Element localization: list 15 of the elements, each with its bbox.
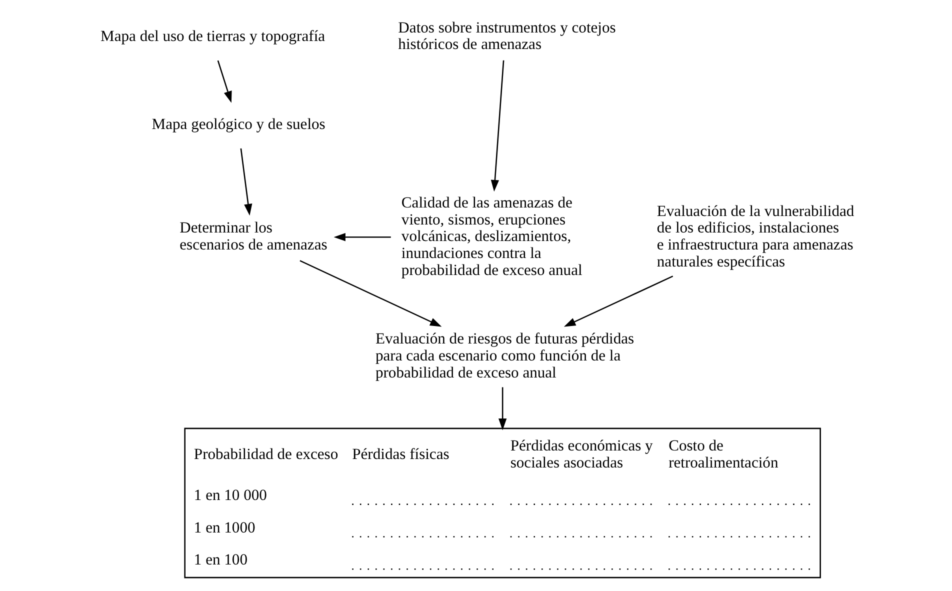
arrow (217, 60, 232, 103)
node-text: Mapa del uso de tierras y topografía (100, 28, 326, 45)
node-text: Determinar los escenarios de amenazas (180, 220, 328, 254)
arrow (334, 233, 391, 242)
node-text: Mapa geológico y de suelos (152, 116, 326, 133)
arrow (564, 276, 674, 327)
node-text: Datos sobre instrumentos y cotejos históricos de amenazas (398, 19, 616, 54)
arrow (490, 60, 504, 192)
arrow (300, 260, 442, 327)
arrow (498, 387, 507, 430)
arrow (240, 148, 252, 216)
node-box: Probabilidad de exceso Pérdidas físicas Pérdidas económicas y sociales asociadas Costo de retroalimentación 1 en 10 000 1 en 1000 1 en 100 (184, 428, 821, 578)
node-text: Evaluación de la vulnerabilidad de los edificios, instalaciones e infraestructura para amenazas naturales específicas (656, 202, 854, 270)
node-text: Calidad de las amenazas de viento, sismos, erupciones volcánicas, deslizamientos, inundaciones contra la probabilidad de exceso anual (401, 194, 582, 279)
node-text: Evaluación de riesgos de futuras pérdidas para cada escenario como función de la probabilidad de exceso anual (375, 330, 634, 382)
